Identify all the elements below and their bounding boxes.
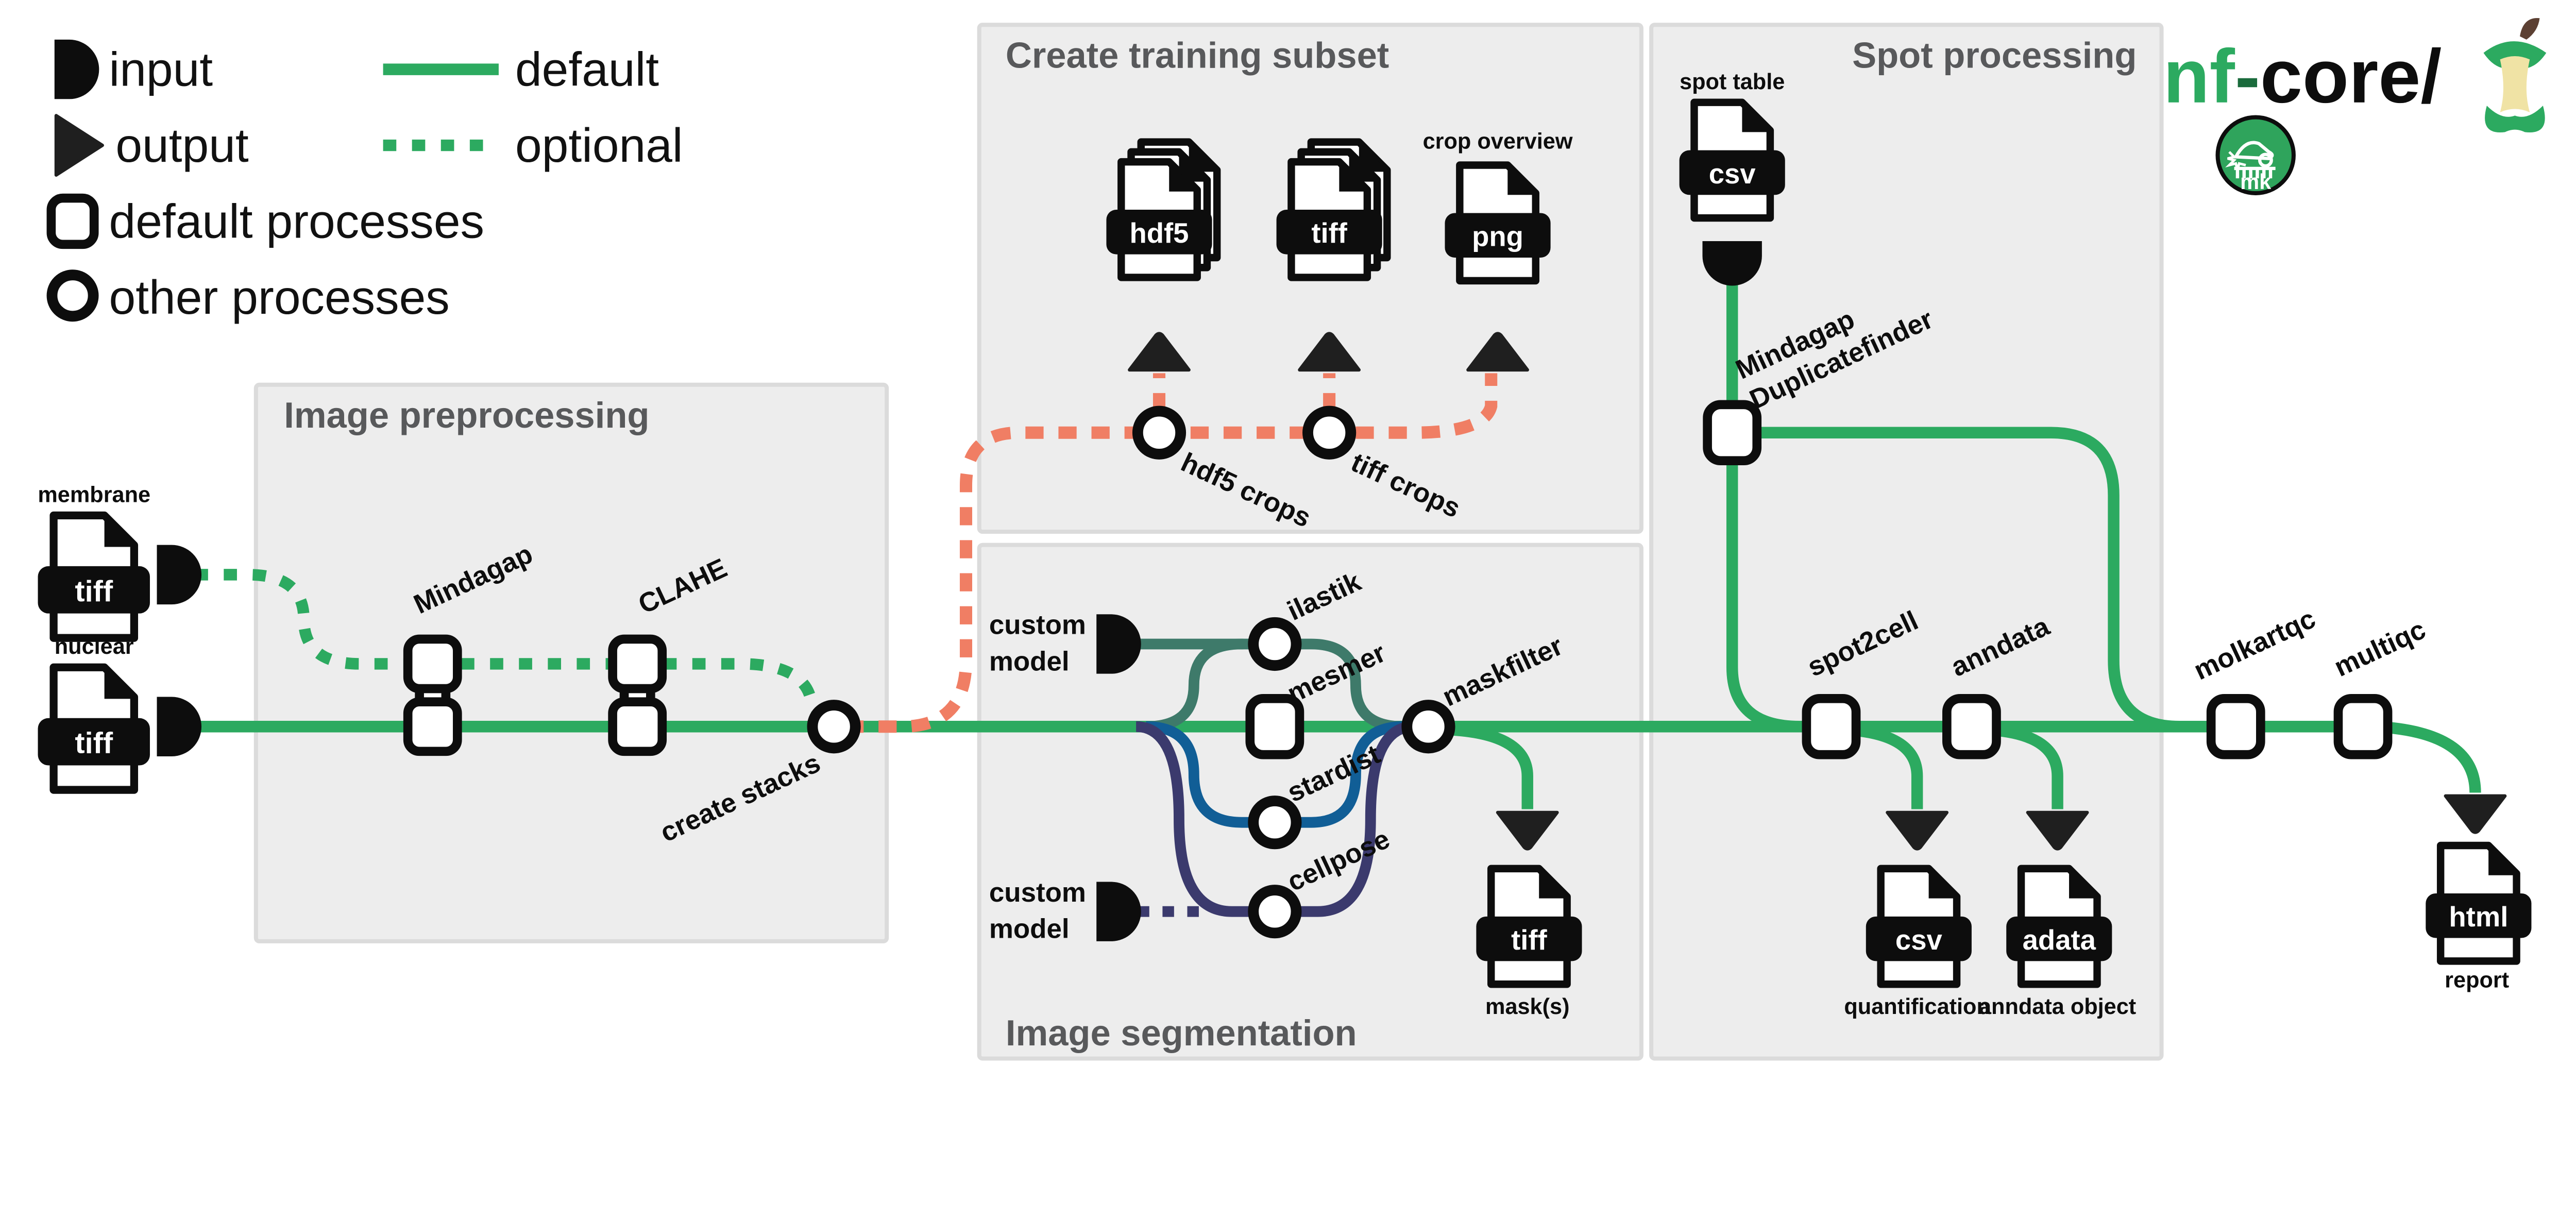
membrane-tiff-file-icon: tiff bbox=[38, 515, 150, 638]
title-image-preprocessing: Image preprocessing bbox=[284, 395, 649, 435]
crop-overview-caption: crop overview bbox=[1423, 129, 1573, 154]
masks-caption: mask(s) bbox=[1485, 994, 1569, 1019]
title-image-segmentation: Image segmentation bbox=[1006, 1012, 1357, 1053]
nuclear-caption: nuclear bbox=[55, 634, 134, 659]
mk-badge-icon: mk bbox=[2215, 115, 2296, 196]
legend-output-icon bbox=[54, 114, 104, 177]
box-spot-processing bbox=[1649, 23, 2164, 1061]
rail-duplicatefinder-right bbox=[1755, 427, 2180, 733]
node-cellpose bbox=[1253, 890, 1296, 933]
rail-duplicatefinder-down bbox=[1726, 459, 1800, 733]
anndata-object-ext: adata bbox=[2023, 924, 2096, 956]
rail-anndata-out bbox=[1991, 724, 2063, 809]
legend-input-icon bbox=[54, 39, 99, 99]
legend-optional-label: optional bbox=[515, 119, 683, 172]
node-maskfilter bbox=[1407, 705, 1450, 748]
tiff-crops-file-icon: tiff bbox=[1276, 142, 1389, 278]
legend-other-processes-label: other processes bbox=[109, 270, 450, 324]
membrane-ext: tiff bbox=[75, 575, 113, 608]
custom-model-bottom-label: custom model bbox=[989, 877, 1086, 944]
node-mindagap bbox=[408, 639, 457, 751]
quantification-ext: csv bbox=[1895, 924, 1943, 956]
title-create-training-subset: Create training subset bbox=[1006, 35, 1389, 75]
node-molkartqc bbox=[2211, 699, 2261, 755]
anndata-object-caption: anndata object bbox=[1979, 994, 2136, 1019]
anndata-object-file-icon: adata bbox=[2006, 869, 2112, 984]
mk-badge-label: mk bbox=[2240, 170, 2272, 194]
label-molkartqc: molkartqc bbox=[2189, 603, 2320, 686]
legend-default-label: default bbox=[515, 43, 659, 96]
rail-training-subset bbox=[845, 373, 1498, 733]
spot-table-csv-file-icon: csv bbox=[1679, 103, 1785, 218]
tiff-crops-ext: tiff bbox=[1311, 217, 1347, 249]
png-file-icon: png bbox=[1445, 165, 1551, 281]
node-create-stacks bbox=[812, 705, 855, 748]
legend-default-processes-label: default processes bbox=[109, 195, 484, 248]
node-anndata bbox=[1947, 699, 1996, 755]
label-multiqc: multiqc bbox=[2330, 614, 2430, 683]
custom-model-bottom-line1: custom bbox=[989, 877, 1086, 908]
node-hdf5-crops bbox=[1138, 411, 1180, 454]
legend-other-process-icon bbox=[46, 269, 99, 322]
legend-input-label: input bbox=[109, 43, 213, 96]
legend-output-label: output bbox=[115, 119, 249, 172]
quantification-caption: quantification bbox=[1844, 994, 1990, 1019]
report-html-file-icon: html bbox=[2426, 845, 2532, 961]
rail-optional-membrane bbox=[195, 569, 829, 725]
pipeline-diagram: Image preprocessing Create training subs… bbox=[38, 18, 2547, 1061]
custom-model-bottom-line2: model bbox=[989, 914, 1070, 944]
node-ilastik bbox=[1253, 622, 1296, 665]
file-icons: membrane tiff nuclear tiff hdf5 tiff cro… bbox=[38, 70, 2532, 1019]
logo-line1: nf-core/ bbox=[2163, 35, 2442, 119]
rail-spot2cell-out bbox=[1849, 724, 1923, 809]
node-stardist bbox=[1253, 801, 1296, 843]
nf-core-molkart-logo: nf-core/ mk bbox=[2163, 18, 2547, 196]
legend: input output default optional default pr… bbox=[46, 39, 683, 324]
node-mesmer bbox=[1250, 699, 1299, 755]
masks-ext: tiff bbox=[1511, 924, 1547, 956]
hdf5-file-icon: hdf5 bbox=[1106, 142, 1218, 278]
rail-maskfilter-out bbox=[1452, 724, 1533, 809]
title-spot-processing: Spot processing bbox=[1852, 35, 2137, 75]
masks-tiff-file-icon: tiff bbox=[1476, 869, 1582, 984]
png-ext: png bbox=[1472, 221, 1523, 252]
custom-model-top-line2: model bbox=[989, 646, 1070, 676]
hdf5-ext: hdf5 bbox=[1130, 217, 1189, 249]
node-spot2cell bbox=[1806, 699, 1856, 755]
membrane-caption: membrane bbox=[38, 482, 150, 507]
apple-core-icon bbox=[2483, 18, 2547, 133]
box-image-segmentation bbox=[977, 543, 1643, 1061]
spot-table-ext: csv bbox=[1709, 158, 1756, 190]
quantification-csv-file-icon: csv bbox=[1866, 869, 1972, 984]
nuclear-ext: tiff bbox=[75, 727, 113, 760]
node-mindagap-duplicatefinder bbox=[1707, 404, 1757, 461]
report-output-arrow bbox=[2446, 796, 2505, 833]
report-caption: report bbox=[2445, 968, 2509, 993]
nuclear-input-icon bbox=[157, 697, 202, 756]
report-ext: html bbox=[2449, 901, 2508, 933]
custom-model-top-label: custom model bbox=[989, 610, 1086, 677]
legend-default-process-icon bbox=[46, 193, 99, 249]
spot-table-caption: spot table bbox=[1680, 70, 1785, 94]
nuclear-tiff-file-icon: tiff bbox=[38, 667, 150, 790]
node-clahe bbox=[613, 639, 662, 751]
custom-model-top-line1: custom bbox=[989, 610, 1086, 640]
input-markers: custom model custom model bbox=[157, 241, 1762, 944]
membrane-input-icon bbox=[157, 545, 202, 605]
box-image-preprocessing bbox=[253, 382, 889, 943]
node-multiqc bbox=[2338, 699, 2387, 755]
node-tiff-crops bbox=[1308, 411, 1350, 454]
